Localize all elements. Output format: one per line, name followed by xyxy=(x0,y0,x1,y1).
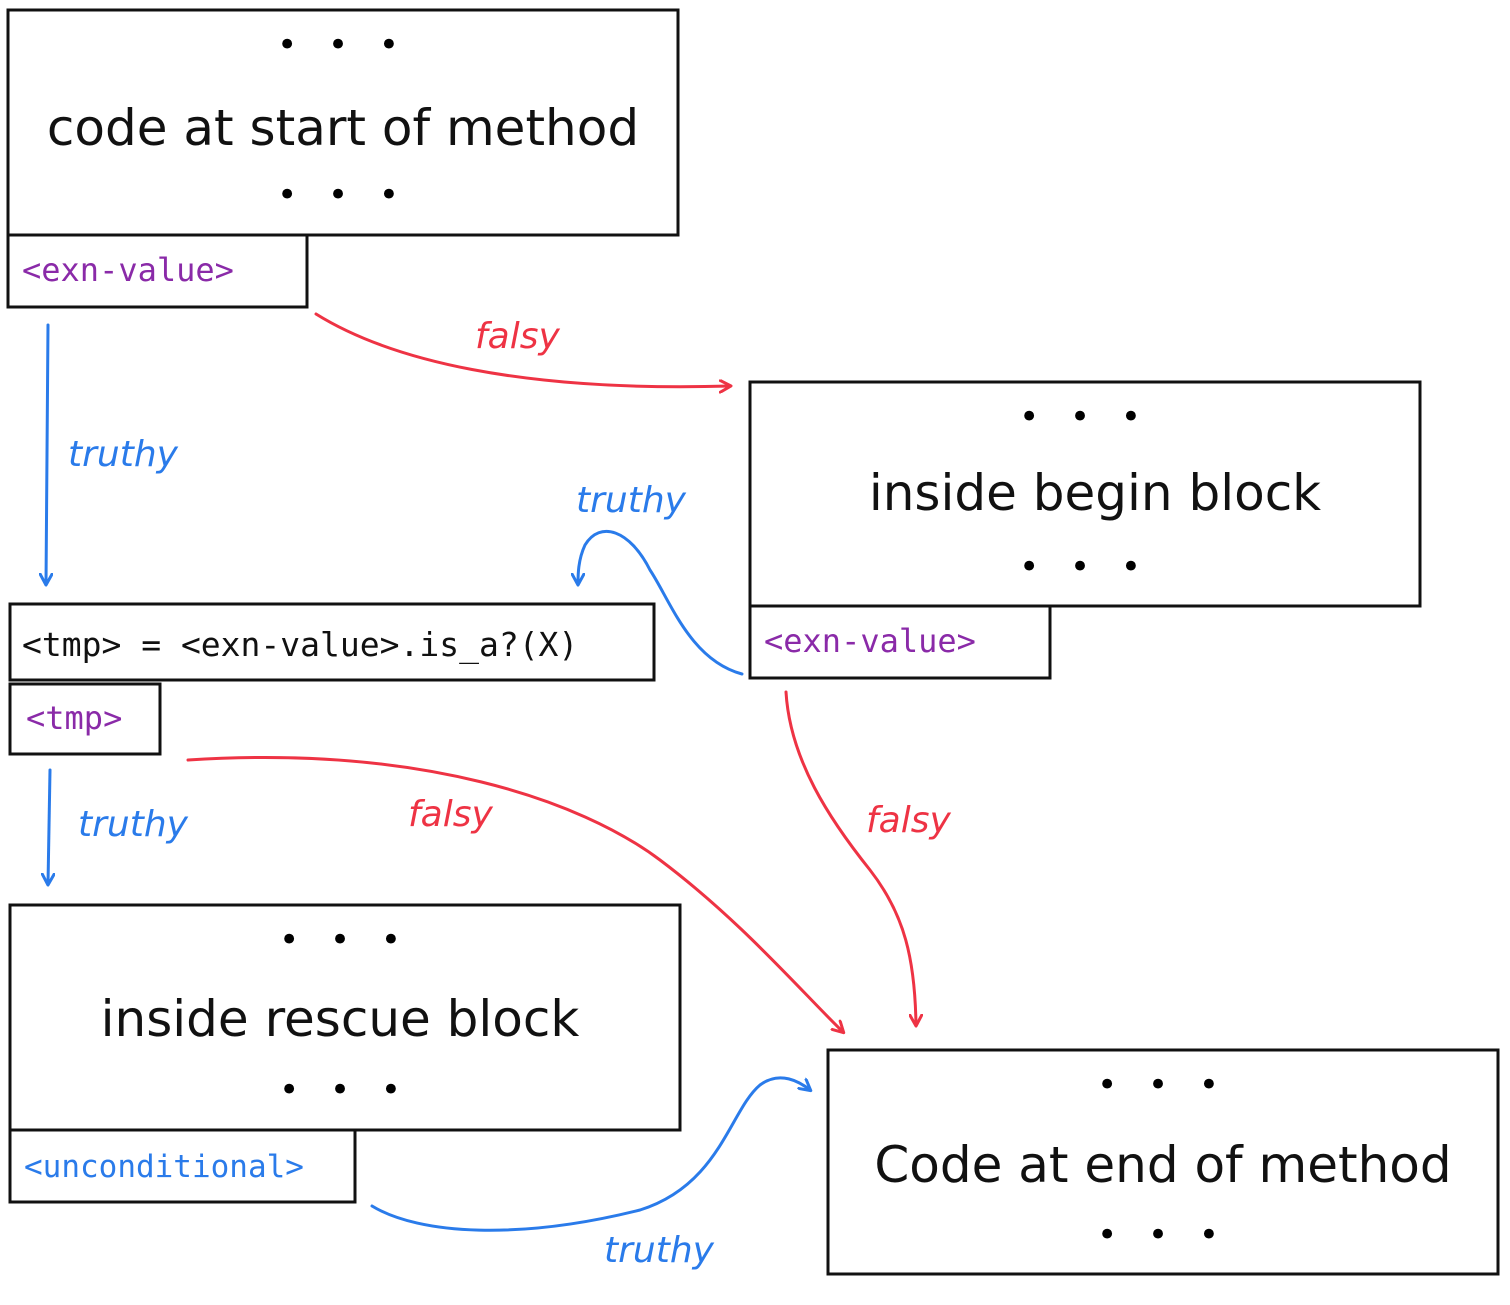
end-block: • • • Code at end of method • • • xyxy=(826,1048,1500,1276)
edge-start-to-tmp-label: truthy xyxy=(68,434,179,475)
start-block: • • • code at start of method • • • xyxy=(6,8,680,237)
rescue-condition-box: <unconditional> xyxy=(8,1128,357,1204)
start-condition-box: <exn-value> xyxy=(6,233,309,309)
begin-block-dots-top: • • • xyxy=(1019,397,1151,437)
start-block-label: code at start of method xyxy=(47,99,639,157)
end-block-label: Code at end of method xyxy=(874,1136,1451,1194)
edge-start-to-begin: falsy xyxy=(314,312,730,387)
begin-block-label: inside begin block xyxy=(869,464,1321,522)
begin-block: • • • inside begin block • • • xyxy=(748,380,1422,608)
rescue-block-label: inside rescue block xyxy=(101,990,580,1048)
start-condition-label: <exn-value> xyxy=(22,251,234,289)
begin-condition-box: <exn-value> xyxy=(748,604,1052,680)
edge-begin-to-end-label: falsy xyxy=(866,800,951,841)
edge-tmp-to-rescue: truthy xyxy=(48,768,189,884)
rescue-block-dots-top: • • • xyxy=(279,920,411,960)
edge-start-to-tmp: truthy xyxy=(46,323,179,584)
start-block-dots-top: • • • xyxy=(277,25,409,65)
rescue-block: • • • inside rescue block • • • xyxy=(8,903,682,1132)
end-block-dots-top: • • • xyxy=(1097,1065,1229,1105)
edge-tmp-to-end: falsy xyxy=(186,756,843,1032)
edge-begin-to-tmp: truthy xyxy=(576,480,744,676)
begin-condition-label: <exn-value> xyxy=(764,622,976,660)
edge-begin-to-tmp-label: truthy xyxy=(576,480,687,521)
edge-rescue-to-end-label: truthy xyxy=(604,1230,715,1271)
tmp-assignment-block: <tmp> = <exn-value>.is_a?(X) xyxy=(8,602,656,682)
start-block-dots-bottom: • • • xyxy=(277,175,409,215)
edge-begin-to-end: falsy xyxy=(784,690,951,1025)
edge-rescue-to-end: truthy xyxy=(370,1076,810,1271)
end-block-dots-bottom: • • • xyxy=(1097,1215,1229,1255)
tmp-condition-box: <tmp> xyxy=(8,682,162,756)
tmp-condition-label: <tmp> xyxy=(26,699,122,737)
rescue-block-dots-bottom: • • • xyxy=(279,1070,411,1110)
edge-tmp-to-end-label: falsy xyxy=(408,794,493,835)
begin-block-dots-bottom: • • • xyxy=(1019,547,1151,587)
edge-tmp-to-rescue-label: truthy xyxy=(78,804,189,845)
rescue-condition-label: <unconditional> xyxy=(24,1149,304,1185)
tmp-assignment-label: <tmp> = <exn-value>.is_a?(X) xyxy=(22,625,578,665)
edge-start-to-begin-label: falsy xyxy=(475,316,560,357)
